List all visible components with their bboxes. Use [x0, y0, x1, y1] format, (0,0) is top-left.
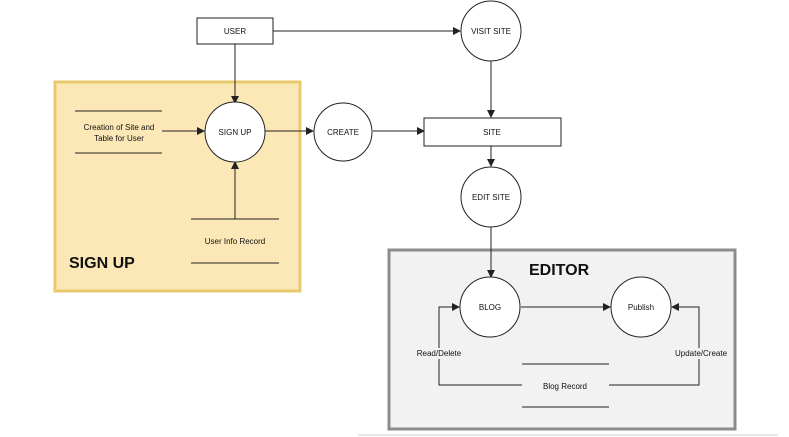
signup-process-label: SIGN UP — [219, 128, 252, 137]
read-delete-label: Read/Delete — [417, 349, 462, 358]
create-process-label: CREATE — [327, 128, 359, 137]
create-process — [313, 102, 373, 162]
edit-site-process-label: EDIT SITE — [472, 193, 510, 202]
user-entity — [196, 17, 274, 45]
signup-process — [204, 101, 266, 163]
publish-process — [610, 276, 672, 338]
update-create-label: Update/Create — [675, 349, 728, 358]
publish-process-label: Publish — [628, 303, 654, 312]
edge-blogrecord-to-publish — [609, 303, 700, 386]
editor-group — [387, 248, 737, 431]
site-entity — [423, 117, 562, 147]
signup-group-title: SIGN UP — [69, 255, 135, 272]
edit-site-process — [460, 166, 522, 228]
blog-record-data-store: Blog Record — [522, 363, 609, 408]
blog-process — [459, 276, 521, 338]
user-info-data-store: User Info Record — [191, 218, 279, 264]
blog-process-label: BLOG — [479, 303, 501, 312]
visit-site-process — [460, 0, 522, 62]
user-info-data-store-label: User Info Record — [205, 237, 265, 246]
read-delete-label-bg — [416, 348, 462, 359]
editor-group-title: EDITOR — [529, 262, 590, 279]
blog-record-data-store-label: Blog Record — [543, 382, 587, 391]
user-entity-label: USER — [224, 27, 246, 36]
creation-data-store-label-2: Table for User — [94, 134, 144, 143]
creation-data-store-label-1: Creation of Site and — [84, 123, 155, 132]
update-create-label-bg — [675, 348, 727, 359]
visit-site-process-label: VISIT SITE — [471, 27, 511, 36]
site-entity-label: SITE — [483, 128, 501, 137]
edge-blogrecord-to-blog — [438, 303, 522, 386]
creation-data-store: Creation of Site and Table for User — [75, 110, 162, 154]
